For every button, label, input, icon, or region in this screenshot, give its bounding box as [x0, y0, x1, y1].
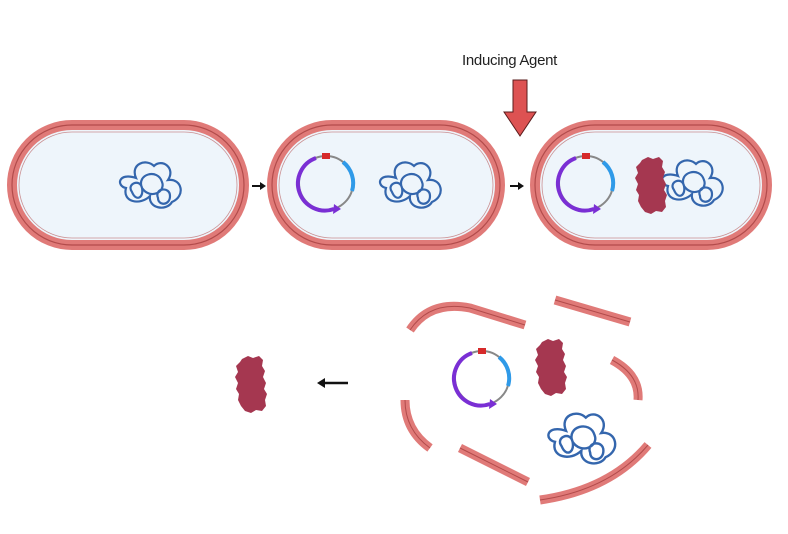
cell-induced	[530, 120, 772, 250]
inducer-label: Inducing Agent	[462, 52, 558, 69]
arrow-right-2	[510, 182, 524, 190]
chromosome-icon	[547, 412, 617, 465]
plasmid-icon	[295, 153, 356, 214]
arrow-left	[317, 378, 348, 388]
arrow-right-1	[252, 182, 266, 190]
cell-transformed	[267, 120, 505, 250]
cell-lysed	[400, 295, 652, 505]
protein-icon	[535, 339, 567, 396]
plasmid-icon	[451, 348, 512, 409]
purified-protein-icon	[235, 356, 267, 413]
plasmid-icon	[555, 153, 616, 214]
inducer-arrow-icon	[503, 79, 537, 137]
cell-host	[7, 120, 249, 250]
